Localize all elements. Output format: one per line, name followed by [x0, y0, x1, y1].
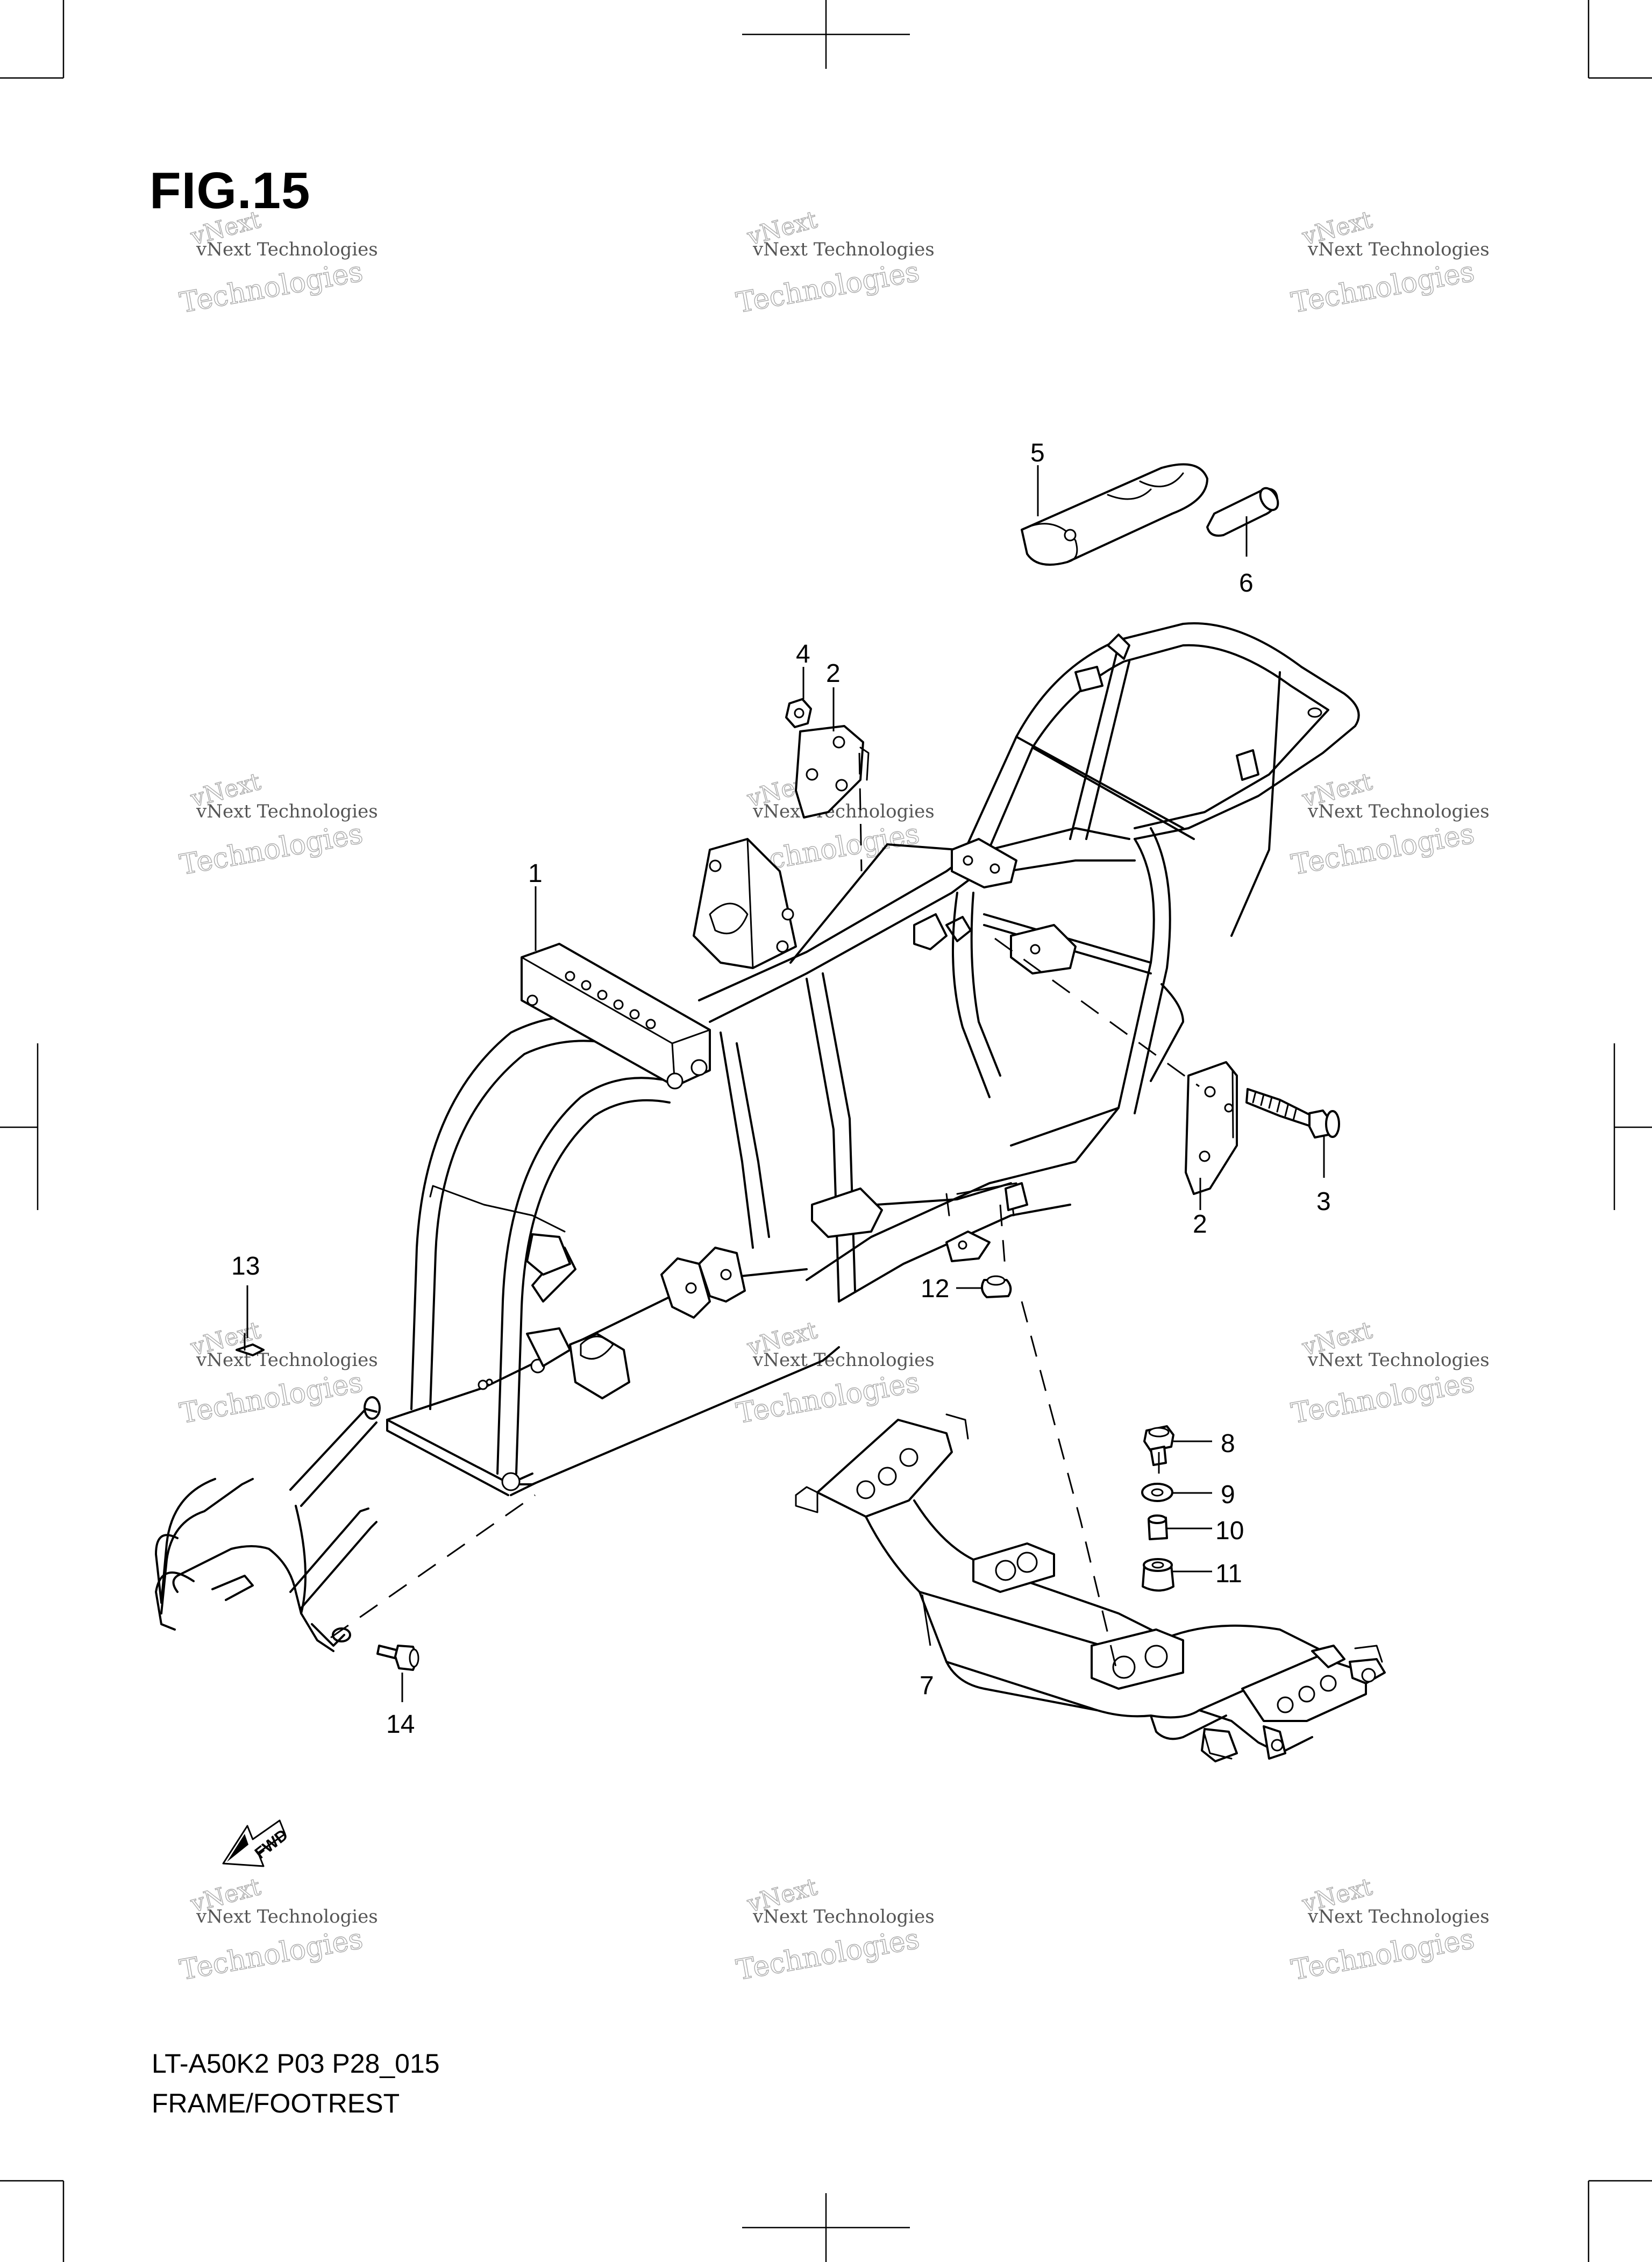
watermark-technologies: Technologies [177, 255, 365, 319]
watermark-text: vNext Technologies [752, 1349, 935, 1371]
part-11-grommet [1142, 1558, 1174, 1592]
watermark-technologies: Technologies [1289, 255, 1477, 319]
leader-lines [246, 465, 1325, 1702]
section-name: FRAME/FOOTREST [152, 2088, 400, 2118]
callout-7: 7 [920, 1671, 934, 1700]
watermark-text: vNext Technologies [1307, 1906, 1490, 1927]
part-3-bolt [1245, 1088, 1340, 1139]
watermark-technologies: Technologies [177, 1366, 365, 1430]
watermark-text: vNext Technologies [752, 801, 935, 822]
watermark-text: vNext Technologies [1307, 239, 1490, 260]
callout-9: 9 [1221, 1481, 1235, 1509]
callout-11: 11 [1215, 1560, 1242, 1588]
watermark-text: vNext Technologies [752, 239, 935, 260]
callout-2-lower: 2 [1193, 1210, 1207, 1239]
part-14-bolt [376, 1645, 419, 1671]
watermark-technologies: Technologies [734, 255, 922, 319]
part-12-grommet [981, 1275, 1012, 1298]
part-13-footrest-bar [155, 1333, 381, 1652]
watermark-text: vNext Technologies [196, 1349, 378, 1371]
watermark-text: vNext Technologies [1307, 1349, 1490, 1371]
part-5-grip-cover [1021, 463, 1208, 566]
watermark-technologies: Technologies [734, 1366, 922, 1430]
callout-2-upper: 2 [826, 659, 841, 688]
watermark-text: vNext Technologies [1307, 801, 1490, 822]
watermark-text: vNext Technologies [196, 1906, 378, 1927]
part-9-washer [1141, 1483, 1173, 1502]
part-10-collar [1148, 1514, 1168, 1540]
watermark-text: vNext Technologies [196, 239, 378, 260]
watermark-technologies: Technologies [177, 817, 365, 881]
part-4-nut [785, 698, 812, 728]
callout-1: 1 [528, 859, 543, 888]
watermark-text: vNext Technologies [196, 801, 378, 822]
part-7-footrest-frame [795, 1413, 1386, 1762]
watermark-text: vNext Technologies [752, 1906, 935, 1927]
part-6-pin [1206, 487, 1279, 537]
model-code: LT-A50K2 P03 P28_015 [152, 2048, 440, 2079]
part-2-bracket-lower [1185, 1061, 1238, 1195]
watermark-technologies: Technologies [1289, 1366, 1477, 1430]
alignment-lines [330, 752, 1200, 1678]
watermark-technologies: Technologies [734, 1923, 922, 1987]
callout-3: 3 [1316, 1187, 1331, 1216]
watermark-technologies: Technologies [1289, 1923, 1477, 1987]
callout-12: 12 [921, 1275, 949, 1303]
callout-8: 8 [1221, 1429, 1235, 1458]
callout-4: 4 [796, 640, 810, 668]
callout-5: 5 [1030, 439, 1045, 467]
callout-14: 14 [386, 1710, 415, 1739]
callout-labels: 1 2 2 3 4 5 6 7 8 9 10 11 12 13 14 [231, 439, 1331, 1739]
callout-6: 6 [1239, 569, 1254, 597]
callout-13: 13 [231, 1252, 260, 1281]
fwd-arrow-icon: FWD [222, 1819, 291, 1867]
callout-10: 10 [1215, 1517, 1244, 1545]
figure-title: FIG.15 [149, 162, 311, 219]
watermark-technologies: Technologies [1289, 817, 1477, 881]
part-2-bracket-upper [795, 725, 870, 819]
watermark-technologies: Technologies [177, 1923, 365, 1987]
part-1-main-frame [386, 622, 1360, 1496]
